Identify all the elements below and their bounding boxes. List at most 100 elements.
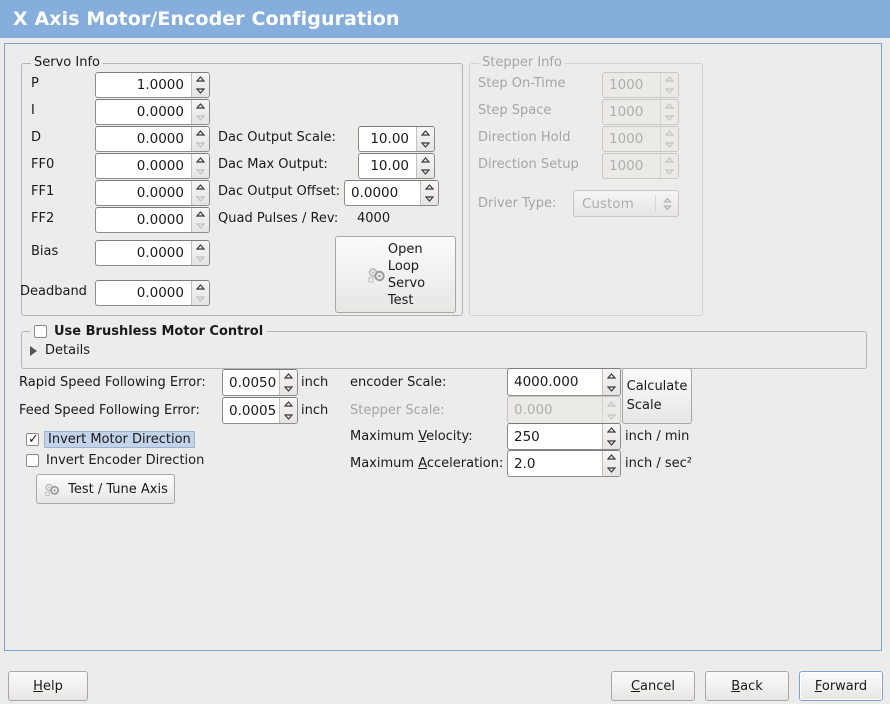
open-loop-line-4: Test: [387, 292, 414, 308]
direction-setup-label: Direction Setup: [478, 157, 579, 172]
spin-up-icon[interactable]: [603, 369, 620, 382]
step-space-label: Step Space: [478, 103, 552, 118]
dac-output-scale-label: Dac Output Scale:: [218, 130, 336, 145]
spin-down-icon[interactable]: [280, 411, 297, 424]
invert-encoder-direction-row[interactable]: Invert Encoder Direction: [26, 453, 204, 468]
quad-pulses-label: Quad Pulses / Rev:: [218, 211, 339, 226]
maximum-acceleration-unit: inch / sec²: [625, 456, 693, 471]
spin-down-icon[interactable]: [192, 85, 209, 97]
spin-down-icon[interactable]: [192, 220, 209, 232]
step-on-time-label: Step On-Time: [478, 76, 566, 91]
servo-spin-deadband-buttons[interactable]: [191, 281, 209, 305]
servo-spin-i-buttons[interactable]: [191, 100, 209, 124]
cancel-button[interactable]: Cancel: [611, 671, 695, 701]
spin-up-icon[interactable]: [417, 127, 434, 139]
servo-spin-ff2[interactable]: 0.0000: [95, 207, 210, 233]
use-brushless-checkbox[interactable]: [34, 325, 47, 338]
spin-down-icon[interactable]: [192, 112, 209, 124]
spin-down-icon[interactable]: [192, 139, 209, 151]
spin-up-icon[interactable]: [192, 100, 209, 112]
dac-max-output-buttons[interactable]: [416, 154, 434, 178]
spin-up-icon[interactable]: [603, 424, 620, 437]
dac-max-output-spin[interactable]: 10.00: [358, 153, 435, 179]
rapid-following-error-value: 0.0050: [229, 374, 277, 391]
servo-spin-bias[interactable]: 0.0000: [95, 240, 210, 266]
spin-down-icon[interactable]: [192, 253, 209, 265]
step-on-time-value: 1000: [609, 77, 644, 93]
dac-output-offset-label: Dac Output Offset:: [218, 184, 340, 199]
spin-down-icon[interactable]: [192, 193, 209, 205]
servo-spin-d-value: 0.0000: [136, 131, 184, 147]
details-expander[interactable]: Details: [30, 343, 90, 358]
servo-spin-bias-value: 0.0000: [136, 245, 184, 261]
spin-down-icon[interactable]: [280, 383, 297, 396]
spin-up-icon[interactable]: [192, 208, 209, 220]
spin-down-icon[interactable]: [421, 193, 438, 205]
maximum-velocity-buttons[interactable]: [602, 424, 620, 449]
servo-spin-p[interactable]: 1.0000: [95, 72, 210, 98]
encoder-scale-buttons[interactable]: [602, 369, 620, 395]
servo-spin-d-buttons[interactable]: [191, 127, 209, 151]
servo-spin-bias-buttons[interactable]: [191, 241, 209, 265]
spin-up-icon[interactable]: [192, 281, 209, 293]
spin-down-icon[interactable]: [192, 293, 209, 305]
forward-button[interactable]: Forward: [799, 671, 883, 701]
maximum-acceleration-buttons[interactable]: [602, 451, 620, 476]
spin-up-icon[interactable]: [280, 398, 297, 411]
spin-up-icon[interactable]: [280, 370, 297, 383]
servo-spin-ff1-value: 0.0000: [136, 185, 184, 201]
servo-spin-ff0-buttons[interactable]: [191, 154, 209, 178]
dac-output-offset-spin[interactable]: 0.0000: [344, 180, 439, 206]
spin-up-icon[interactable]: [417, 154, 434, 166]
spin-up-icon[interactable]: [192, 73, 209, 85]
spin-up-icon[interactable]: [192, 241, 209, 253]
servo-spin-ff1-buttons[interactable]: [191, 181, 209, 205]
spin-up-icon[interactable]: [192, 181, 209, 193]
spin-down-icon[interactable]: [417, 139, 434, 151]
invert-motor-direction-checkbox[interactable]: ✓: [26, 433, 39, 446]
servo-spin-i[interactable]: 0.0000: [95, 99, 210, 125]
dac-output-offset-buttons[interactable]: [420, 181, 438, 205]
feed-following-error-buttons[interactable]: [279, 398, 297, 423]
rapid-following-error-buttons[interactable]: [279, 370, 297, 395]
encoder-scale-spin[interactable]: 4000.000: [507, 368, 621, 396]
back-button[interactable]: Back: [705, 671, 789, 701]
spin-up-icon: [661, 100, 678, 112]
dac-max-output-value: 10.00: [370, 158, 409, 174]
spin-down-icon[interactable]: [603, 382, 620, 395]
calculate-scale-line-1: Calculate: [626, 379, 688, 394]
spin-down-icon[interactable]: [192, 166, 209, 178]
maximum-acceleration-spin[interactable]: 2.0: [507, 450, 621, 477]
invert-encoder-direction-checkbox[interactable]: [26, 454, 39, 467]
spin-down-icon[interactable]: [603, 464, 620, 477]
servo-spin-deadband[interactable]: 0.0000: [95, 280, 210, 306]
direction-setup-value: 1000: [609, 158, 644, 174]
invert-motor-direction-row[interactable]: ✓ Invert Motor Direction: [26, 431, 195, 448]
help-button[interactable]: Help: [8, 671, 88, 701]
feed-following-error-spin[interactable]: 0.0005: [222, 397, 298, 424]
servo-spin-p-buttons[interactable]: [191, 73, 209, 97]
spin-down-icon[interactable]: [417, 166, 434, 178]
open-loop-servo-test-button[interactable]: Open Loop Servo Test: [335, 236, 456, 313]
dac-output-scale-buttons[interactable]: [416, 127, 434, 151]
spin-up-icon[interactable]: [192, 154, 209, 166]
dac-output-offset-value: 0.0000: [351, 185, 399, 201]
calculate-scale-button[interactable]: Calculate Scale: [622, 368, 692, 424]
spin-down-icon[interactable]: [603, 437, 620, 450]
servo-spin-ff0[interactable]: 0.0000: [95, 153, 210, 179]
step-space-value: 1000: [609, 104, 644, 120]
dac-output-scale-spin[interactable]: 10.00: [358, 126, 435, 152]
servo-spin-d[interactable]: 0.0000: [95, 126, 210, 152]
spin-up-icon[interactable]: [192, 127, 209, 139]
test-tune-axis-button[interactable]: Test / Tune Axis: [36, 474, 175, 504]
use-brushless-motor-control-row[interactable]: Use Brushless Motor Control: [30, 324, 268, 339]
direction-hold-buttons: [660, 127, 678, 151]
maximum-velocity-spin[interactable]: 250: [507, 423, 621, 450]
direction-setup-buttons: [660, 154, 678, 178]
rapid-following-error-spin[interactable]: 0.0050: [222, 369, 298, 396]
spin-up-icon[interactable]: [603, 451, 620, 464]
dac-max-output-label: Dac Max Output:: [218, 157, 328, 172]
servo-spin-ff1[interactable]: 0.0000: [95, 180, 210, 206]
spin-up-icon[interactable]: [421, 181, 438, 193]
servo-spin-ff2-buttons[interactable]: [191, 208, 209, 232]
